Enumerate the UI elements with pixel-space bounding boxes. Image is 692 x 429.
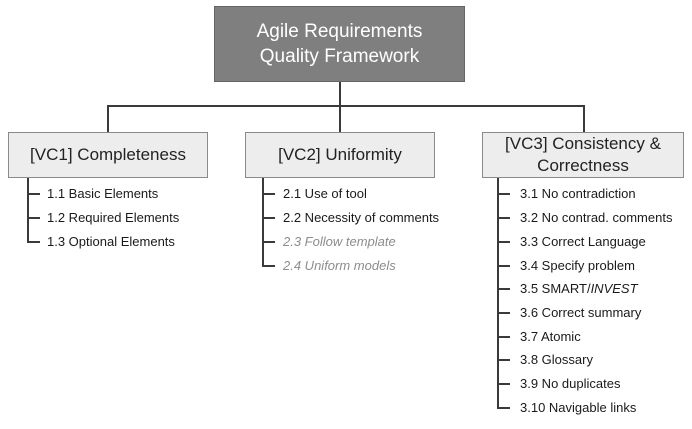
list-item: 3.2 No contrad. comments [520, 210, 673, 225]
vc2-tree-spine [262, 178, 264, 267]
root-title-line2: Quality Framework [259, 46, 420, 67]
branch-connector [107, 105, 584, 107]
tree-tick [262, 241, 275, 243]
list-item: 3.10 Navigable links [520, 400, 637, 415]
tree-tick [27, 217, 40, 219]
vc3-tree-spine [497, 178, 499, 409]
tree-tick [262, 217, 275, 219]
tree-tick [497, 217, 510, 219]
tree-tick [262, 265, 275, 267]
list-item: 2.4 Uniform models [283, 258, 396, 273]
list-item: 1.3 Optional Elements [47, 234, 175, 249]
root-connector [339, 82, 341, 106]
tree-tick [27, 241, 40, 243]
list-item-text: 3.5 SMART/ [520, 281, 591, 296]
list-item: 3.4 Specify problem [520, 258, 635, 273]
tree-tick [497, 312, 510, 314]
list-item: 1.2 Required Elements [47, 210, 180, 225]
category-label-line1: [VC3] Consistency & [505, 134, 661, 153]
category-label: [VC2] Uniformity [278, 145, 402, 164]
list-item: 2.3 Follow template [283, 234, 396, 249]
list-item: 1.1 Basic Elements [47, 186, 159, 201]
root-node: Agile Requirements Quality Framework [214, 6, 465, 82]
category-vc3: [VC3] Consistency & Correctness [482, 132, 684, 178]
list-item: 3.8 Glossary [520, 352, 593, 367]
list-item: 3.1 No contradiction [520, 186, 636, 201]
vc2-connector [339, 105, 341, 132]
list-item-italic-text: INVEST [590, 281, 638, 296]
list-item: 3.5 SMART/INVEST [520, 281, 638, 297]
list-item: 2.2 Necessity of comments [283, 210, 440, 225]
tree-tick [497, 383, 510, 385]
tree-tick [262, 193, 275, 195]
vc3-connector [583, 105, 585, 132]
vc1-connector [107, 105, 109, 132]
tree-tick [497, 193, 510, 195]
tree-tick [27, 193, 40, 195]
root-title-line1: Agile Requirements [256, 21, 423, 42]
tree-tick [497, 241, 510, 243]
category-vc2: [VC2] Uniformity [245, 132, 435, 178]
list-item: 2.1 Use of tool [283, 186, 367, 201]
category-label: [VC1] Completeness [30, 145, 186, 164]
tree-tick [497, 265, 510, 267]
list-item: 3.9 No duplicates [520, 376, 621, 391]
vc1-tree-spine [27, 178, 29, 243]
list-item: 3.7 Atomic [520, 329, 581, 344]
tree-tick [497, 359, 510, 361]
category-vc1: [VC1] Completeness [8, 132, 208, 178]
list-item: 3.6 Correct summary [520, 305, 642, 320]
category-label-line2: Correctness [537, 156, 629, 175]
tree-tick [497, 407, 510, 409]
tree-tick [497, 336, 510, 338]
list-item: 3.3 Correct Language [520, 234, 646, 249]
tree-tick [497, 288, 510, 290]
